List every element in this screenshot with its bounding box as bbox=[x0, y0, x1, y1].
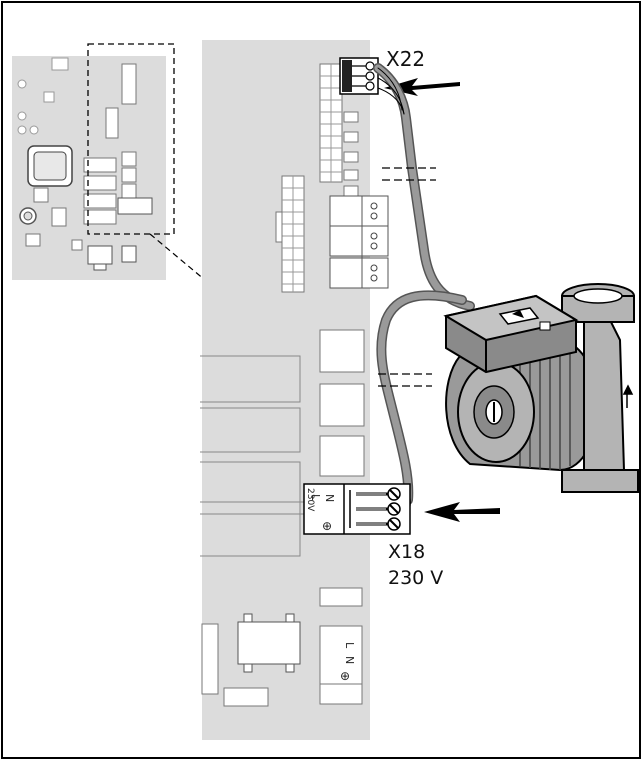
overview-board bbox=[12, 43, 237, 307]
x18-connector: L N 230V ⊕ bbox=[303, 483, 411, 535]
terminal-block-3 bbox=[329, 257, 389, 289]
bottom-terminal-n: N bbox=[343, 656, 356, 664]
x22-label: X22 bbox=[386, 47, 425, 71]
pump-cable bbox=[373, 63, 475, 531]
x18-terminal-l: L bbox=[309, 494, 322, 501]
bottom-terminal bbox=[319, 625, 363, 685]
zoom-region bbox=[87, 43, 175, 235]
x18-terminal-n: N bbox=[323, 494, 336, 502]
x18-voltage-label: 230 V bbox=[388, 567, 443, 589]
x18-label: X18 bbox=[388, 541, 425, 563]
circulation-pump bbox=[443, 283, 639, 493]
terminal-block-2 bbox=[329, 225, 389, 257]
bottom-earth-icon: ⊕ bbox=[340, 669, 350, 683]
earth-ground-icon: ⊕ bbox=[322, 519, 332, 533]
terminal-block-1 bbox=[329, 195, 389, 227]
main-board: L N ⊕ bbox=[200, 40, 389, 740]
arrow-left-icon bbox=[424, 502, 500, 522]
x18-terminal-voltage: 230V bbox=[305, 488, 315, 512]
x22-connector bbox=[339, 57, 379, 95]
cable-break-marks bbox=[378, 167, 436, 387]
bottom-terminal-l: L bbox=[343, 642, 356, 649]
